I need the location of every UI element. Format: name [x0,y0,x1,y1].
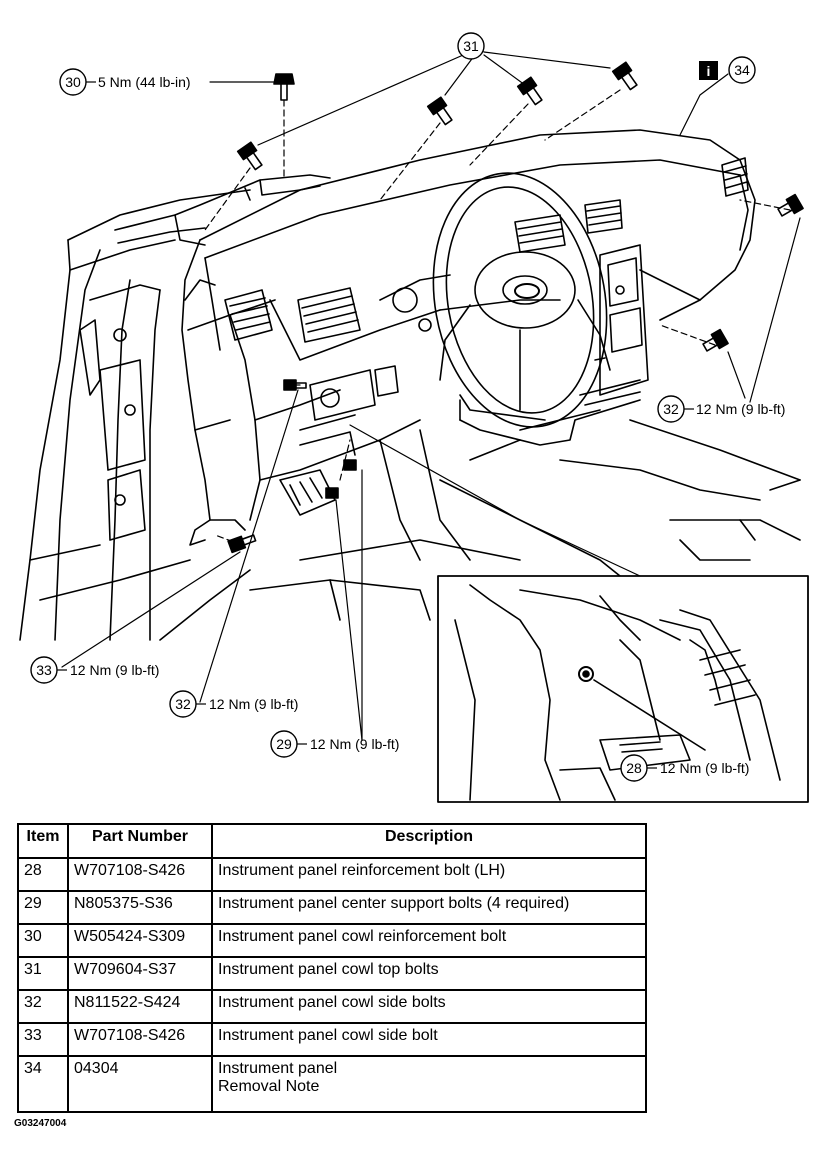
callout-28-spec: 12 Nm (9 lb-ft) [660,760,749,776]
callout-31-number: 31 [463,38,479,54]
callout-29: 29 12 Nm (9 lb-ft) [270,730,399,758]
row-description-line1: Instrument panel [218,1060,338,1077]
callout-28-number: 28 [626,760,642,776]
callout-34: i 34 [699,56,756,84]
ford-logo-icon [514,283,540,299]
header-item: Item [17,823,69,859]
row-description: Instrument panel cowl reinforcement bolt [211,923,647,958]
right-air-vents [514,157,749,253]
row-part-number: W709604-S37 [67,956,213,991]
bolt-icon-33 [227,534,257,554]
row-item: 32 [17,989,69,1024]
figure-id: G03247004 [14,1118,67,1129]
callout-33: 33 12 Nm (9 lb-ft) [30,656,159,684]
callout-32-right-number: 32 [663,401,679,417]
callout-30: 30 5 Nm (44 lb-in) [59,68,191,96]
callout-33-spec: 12 Nm (9 lb-ft) [70,662,159,678]
table-row: 31 W709604-S37 Instrument panel cowl top… [17,956,647,991]
callout-31: 31 [457,32,485,60]
instrument-panel-body [181,129,756,546]
bolt-icon-32-lower [702,328,729,352]
row-description: Instrument panel reinforcement bolt (LH) [211,857,647,892]
row-part-number: N811522-S424 [67,989,213,1024]
parts-table: Item Part Number Description 28 W707108-… [17,823,647,1113]
callout-34-number: 34 [734,62,750,78]
bolt-icon-31d [611,61,638,91]
bolt-icon-30 [273,73,295,101]
callout-32-right-spec: 12 Nm (9 lb-ft) [696,401,785,417]
row-item: 28 [17,857,69,892]
table-row: 28 W707108-S426 Instrument panel reinfor… [17,857,647,892]
bolt-icon-31a [236,141,263,171]
row-part-number: 04304 [67,1055,213,1113]
row-part-number: N805375-S36 [67,890,213,925]
info-badge-text: i [707,63,711,79]
row-item: 33 [17,1022,69,1057]
table-row: 30 W505424-S309 Instrument panel cowl re… [17,923,647,958]
callout-32-left-spec: 12 Nm (9 lb-ft) [209,696,298,712]
table-row: 32 N811522-S424 Instrument panel cowl si… [17,989,647,1024]
row-item: 34 [17,1055,69,1113]
table-row: 29 N805375-S36 Instrument panel center s… [17,890,647,925]
center-stack [579,244,649,406]
callout-30-spec: 5 Nm (44 lb-in) [98,74,191,90]
steering-wheel [432,172,611,428]
callout-32-left: 32 12 Nm (9 lb-ft) [169,690,298,718]
callout-29-number: 29 [276,736,292,752]
row-description: Instrument panel Removal Note [211,1055,647,1113]
row-part-number: W707108-S426 [67,857,213,892]
headlamp-switch-area [299,365,399,456]
center-air-vent [297,287,361,343]
callout-28: 28 12 Nm (9 lb-ft) [620,754,749,782]
row-item: 31 [17,956,69,991]
instrument-panel-diagram: 30 5 Nm (44 lb-in) 31 i 34 32 12 Nm (9 l… [19,32,809,803]
bolt-icon-29a [325,459,357,499]
table-row: 34 04304 Instrument panel Removal Note [17,1055,647,1113]
row-part-number: W505424-S309 [67,923,213,958]
row-description: Instrument panel cowl side bolt [211,1022,647,1057]
row-description: Instrument panel cowl side bolts [211,989,647,1024]
bolt-icon-32-upper [777,193,804,217]
row-item: 29 [17,890,69,925]
row-description: Instrument panel center support bolts (4… [211,890,647,925]
instrument-cluster [379,274,451,332]
bolt-icon-31b [426,96,453,126]
callout-32-left-number: 32 [175,696,191,712]
header-part-number: Part Number [67,823,213,859]
row-part-number: W707108-S426 [67,1022,213,1057]
row-item: 30 [17,923,69,958]
callout-33-number: 33 [36,662,52,678]
left-air-vent [224,289,273,341]
cowl-panel [114,174,331,246]
install-path-lines [204,89,791,546]
header-description: Description [211,823,647,859]
removal-note-link[interactable]: Removal Note [218,1078,320,1095]
leader-lines [61,47,801,761]
callout-30-number: 30 [65,74,81,90]
bolt-icon-31c [516,76,543,106]
table-row: 33 W707108-S426 Instrument panel cowl si… [17,1022,647,1057]
row-description: Instrument panel cowl top bolts [211,956,647,991]
table-header-row: Item Part Number Description [17,823,647,859]
info-icon [699,61,718,80]
body-frame-left [19,189,251,641]
callout-29-spec: 12 Nm (9 lb-ft) [310,736,399,752]
lower-components [249,419,801,621]
callout-32-right: 32 12 Nm (9 lb-ft) [657,395,785,423]
